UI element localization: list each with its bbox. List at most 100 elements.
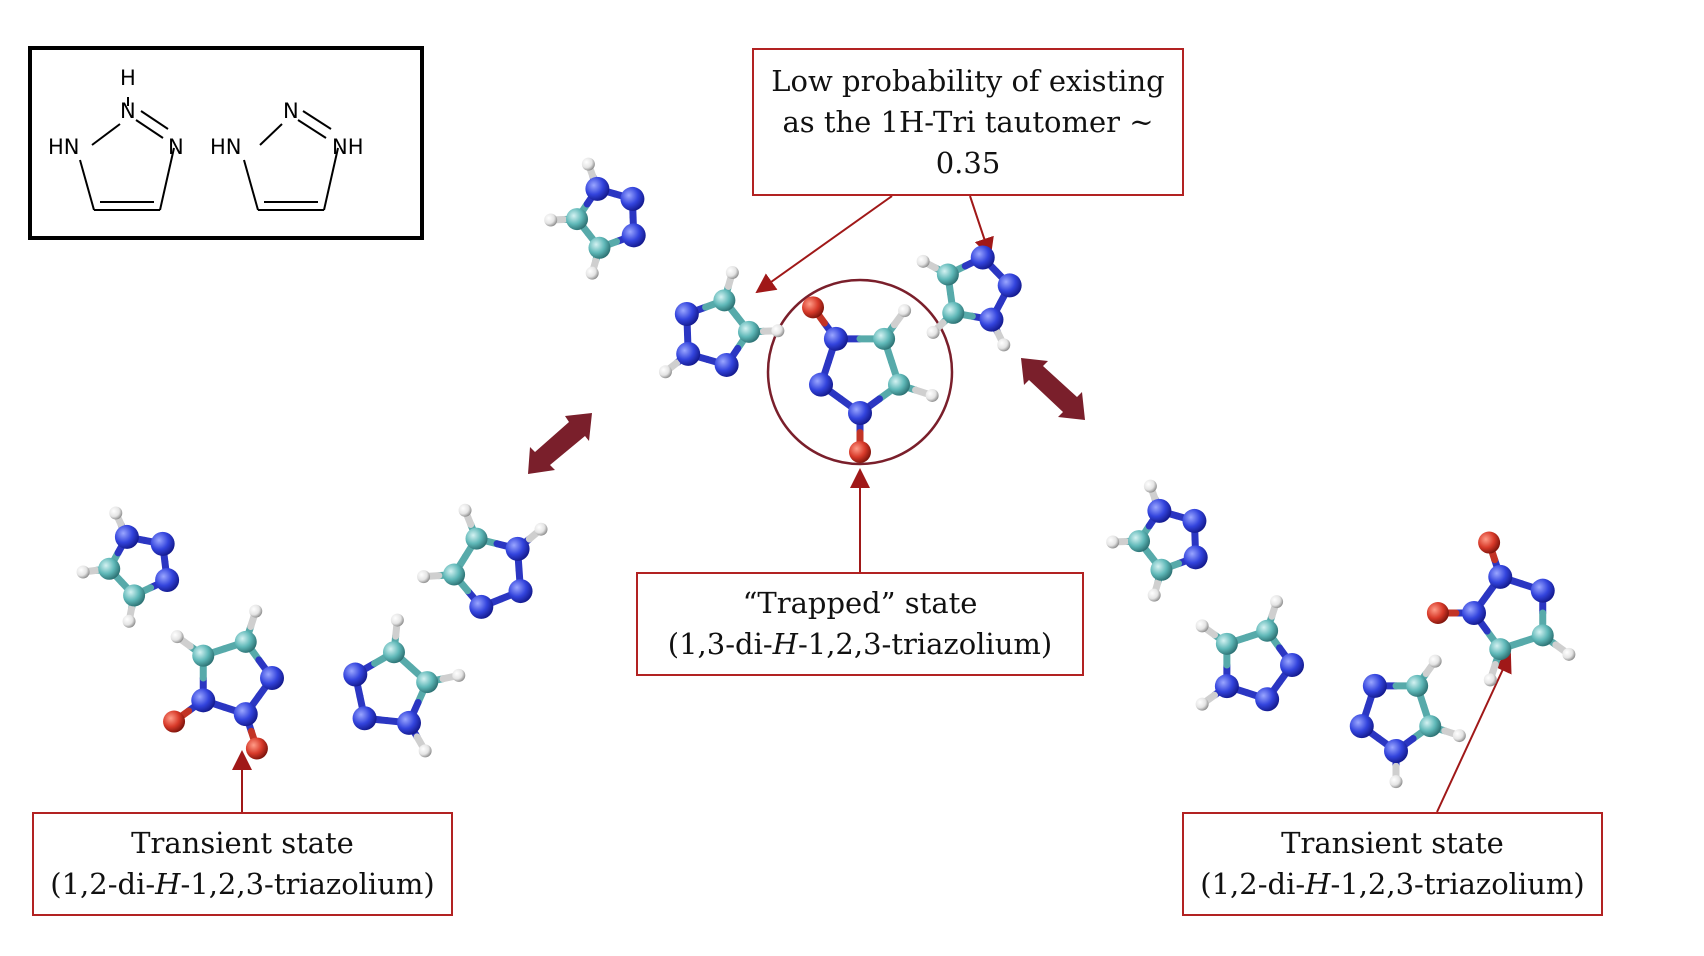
hydrogen-atom [585, 266, 599, 280]
hydrogen-atom [1195, 697, 1209, 711]
nitrogen-atom [191, 688, 216, 713]
proton-atom [1426, 602, 1449, 624]
hydrogen-atom [1483, 673, 1497, 687]
nitrogen-atom [979, 307, 1004, 332]
left-label-line2: (1,2-di-H-1,2,3-triazolium) [50, 864, 434, 905]
nitrogen-atom [505, 536, 530, 561]
left-label-line2-suffix: -1,2,3-triazolium) [180, 867, 435, 901]
hydrogen-atom [458, 503, 472, 517]
atom-label: HN [48, 135, 80, 159]
hydrogen-atom [249, 604, 263, 618]
atom-label: N [120, 99, 136, 123]
hydrogen-atom [1452, 729, 1466, 743]
carbon-atom [1489, 638, 1512, 661]
nitrogen-atom [1214, 674, 1239, 699]
nitrogen-atom [155, 568, 180, 593]
carbon-atom [123, 584, 146, 607]
top-label-line2: as the 1H-Tri tautomer ~ [782, 104, 1154, 139]
center-label-line2-italic: H [772, 627, 798, 661]
center-label-line2-prefix: (1,3-di- [667, 627, 773, 661]
carbon-atom [443, 563, 466, 586]
hydrogen-atom [452, 668, 466, 682]
hydrogen-atom [1195, 619, 1209, 633]
hydrogen-atom [1428, 654, 1442, 668]
right-label-line2-prefix: (1,2-di- [1200, 867, 1306, 901]
nitrogen-atom [1530, 578, 1555, 603]
hydrogen-atom [771, 324, 785, 338]
hydrogen-atom [109, 506, 123, 520]
triazole-near-trapped [658, 266, 785, 379]
hydrogen-atom [926, 325, 940, 339]
hydrogen-atom [997, 338, 1011, 352]
nitrogen-atom [620, 186, 645, 211]
hydrogen-atom [916, 254, 930, 268]
hydrogen-atom [418, 744, 432, 758]
carbon-atom [1150, 558, 1173, 581]
hydrogen-atom [417, 570, 431, 584]
molecules-layer [76, 157, 1576, 789]
carbon-atom [1406, 674, 1429, 697]
triazolium-transient-right [1426, 531, 1576, 687]
hydrogen-atom [1389, 775, 1403, 789]
carbon-atom [566, 208, 589, 231]
nitrogen-atom [714, 352, 739, 377]
atom-label: N [283, 99, 299, 123]
transient-state-right-label-box: Transient state (1,2-di-H-1,2,3-triazoli… [1182, 812, 1603, 916]
nitrogen-atom [260, 666, 284, 690]
triazole-top-left [544, 157, 646, 280]
tautomer-structures: H N HN N N HN NH [48, 66, 364, 211]
carbon-atom [1215, 632, 1238, 655]
carbon-atom [936, 263, 959, 286]
atom-label: NH [332, 135, 364, 159]
carbon-atom [588, 236, 611, 259]
triazole-left-far [76, 506, 180, 628]
triazole-left-upper [417, 503, 548, 619]
triazolium-trapped [802, 296, 939, 463]
hydrogen-atom [390, 613, 404, 627]
low-probability-label-box: Low probability of existing as the 1H-Tr… [752, 48, 1184, 196]
atom-label: H [120, 66, 136, 90]
carbon-atom [737, 320, 760, 343]
tautomer-structure-panel: H N HN N N HN NH [28, 46, 424, 240]
carbon-atom [382, 641, 405, 664]
hydrogen-atom [925, 388, 939, 402]
nitrogen-atom [621, 223, 646, 248]
right-label-line2: (1,2-di-H-1,2,3-triazolium) [1200, 864, 1584, 905]
exchange-arrow-left [528, 413, 592, 474]
nitrogen-atom [1255, 687, 1280, 712]
atom-label: HN [210, 135, 242, 159]
proton-atom [1478, 531, 1501, 554]
pointer-arrow-top-left [755, 195, 893, 294]
nitrogen-atom [1280, 653, 1304, 677]
nitrogen-atom [150, 531, 175, 556]
tautomer-2h: N HN NH [210, 99, 364, 211]
carbon-atom [98, 557, 121, 580]
nitrogen-atom [1349, 714, 1374, 739]
hydrogen-atom [170, 630, 184, 644]
nitrogen-atom [1462, 601, 1486, 625]
hydrogen-atom [76, 565, 90, 579]
nitrogen-atom [114, 524, 139, 549]
right-label-line1: Transient state [1281, 826, 1504, 860]
nitrogen-atom [1488, 564, 1513, 589]
trapped-state-label-box: “Trapped” state (1,3-di-H-1,2,3-triazoli… [636, 572, 1084, 676]
nitrogen-atom [1183, 545, 1208, 570]
nitrogen-atom [676, 341, 701, 366]
hydrogen-atom [898, 304, 912, 318]
hydrogen-atom [1143, 479, 1157, 493]
tautomer-1h: H N HN N [48, 66, 184, 211]
right-label-line2-italic: H [1305, 867, 1331, 901]
hydrogen-atom [1270, 595, 1284, 609]
carbon-atom [416, 671, 439, 694]
nitrogen-atom [970, 245, 995, 270]
nitrogen-atom [809, 372, 834, 397]
proton-atom [802, 296, 825, 319]
proton-atom [245, 737, 268, 760]
trapped-highlight-circle [766, 278, 954, 466]
hydrogen-atom [122, 614, 136, 628]
carbon-atom [465, 527, 488, 550]
hydrogen-atom [725, 266, 739, 280]
nitrogen-atom [343, 662, 368, 687]
nitrogen-atom [1362, 673, 1387, 698]
